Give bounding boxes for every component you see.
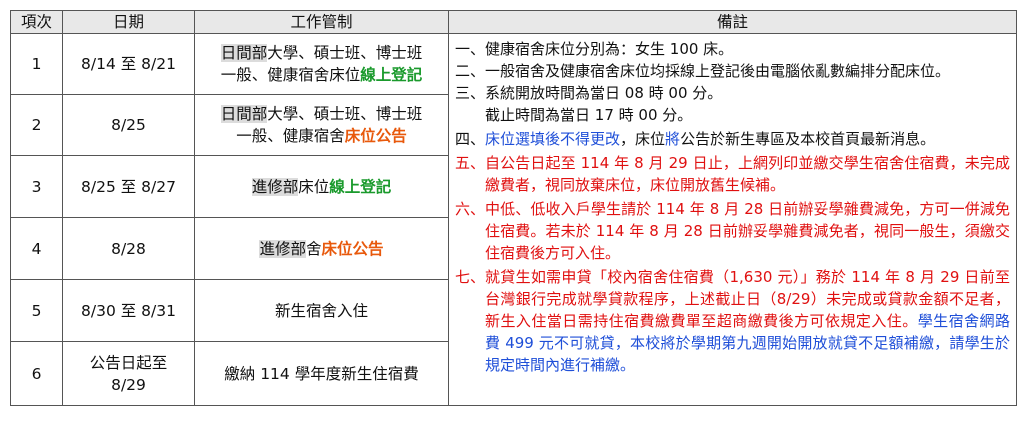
note-segment: 將 bbox=[665, 130, 681, 148]
work-segment: 線上登記 bbox=[329, 177, 392, 196]
work-segment: 線上登記 bbox=[360, 66, 423, 84]
header-work: 工作管制 bbox=[194, 10, 449, 34]
cell-work: 日間部大學、碩士班、博士班一般、健康宿舍床位線上登記 bbox=[194, 33, 449, 95]
cell-date: 8/25 bbox=[62, 94, 195, 156]
cell-item-no: 1 bbox=[10, 33, 63, 95]
work-segment: 床位 bbox=[298, 177, 330, 196]
work-segment: 進修部 bbox=[259, 239, 306, 258]
cell-date: 8/14 至 8/21 bbox=[62, 33, 195, 95]
cell-work: 新生宿舍入住 bbox=[194, 279, 449, 342]
cell-item-no: 6 bbox=[10, 341, 63, 406]
cell-item-no: 5 bbox=[10, 279, 63, 342]
note-segment: 就貸生如需申貸「校內宿舍住宿費（1,630 元）」務於 114 年 8 月 29… bbox=[485, 268, 1010, 330]
note-segment: 床位選填後不得更改 bbox=[485, 130, 621, 148]
cell-item-no: 4 bbox=[10, 217, 63, 280]
note-item: 三、系統開放時間為當日 08 時 00 分。截止時間為當日 17 時 00 分。 bbox=[455, 82, 1010, 126]
cell-work: 日間部大學、碩士班、博士班一般、健康宿舍床位公告 bbox=[194, 94, 449, 156]
note-number: 七、 bbox=[455, 268, 486, 286]
note-item: 一、健康宿舍床位分別為：女生 100 床。 bbox=[455, 38, 1010, 60]
note-text: 就貸生如需申貸「校內宿舍住宿費（1,630 元）」務於 114 年 8 月 29… bbox=[485, 266, 1010, 376]
work-segment: 床位公告 bbox=[344, 127, 407, 145]
cell-date: 8/30 至 8/31 bbox=[62, 279, 195, 342]
cell-date: 8/28 bbox=[62, 217, 195, 280]
work-segment: 舍 bbox=[305, 239, 322, 258]
note-text: 健康宿舍床位分別為：女生 100 床。 bbox=[485, 38, 1010, 60]
note-item: 二、一般宿舍及健康宿舍床位均採線上登記後由電腦依亂數編排分配床位。 bbox=[455, 60, 1010, 82]
note-segment: 學生宿舍網路費 499 元不可就貸，本校將於學期第九週開始開放就貸不足額補繳，請… bbox=[485, 312, 1010, 374]
table-header-row: 項次 日期 工作管制 備註 bbox=[10, 10, 1017, 34]
note-text: 床位選填後不得更改，床位將公告於新生專區及本校首頁最新消息。 bbox=[485, 128, 1010, 150]
note-segment: 一般宿舍及健康宿舍床位均採線上登記後由電腦依亂數編排分配床位。 bbox=[485, 62, 951, 80]
work-segment: 大學、碩士班、博士班 bbox=[267, 44, 423, 62]
header-notes: 備註 bbox=[448, 10, 1017, 34]
work-segment: 日間部 bbox=[220, 44, 268, 62]
work-segment: 日間部 bbox=[220, 105, 268, 123]
note-item: 六、中低、低收入戶學生請於 114 年 8 月 28 日前辦妥學雜費減免，方可一… bbox=[455, 198, 1010, 264]
work-segment: 床位公告 bbox=[321, 239, 384, 258]
work-segment: 進修部 bbox=[251, 177, 299, 196]
note-number: 五、 bbox=[455, 154, 486, 172]
note-text: 中低、低收入戶學生請於 114 年 8 月 28 日前辦妥學雜費減免，方可一併減… bbox=[485, 198, 1010, 264]
cell-item-no: 3 bbox=[10, 155, 63, 218]
work-segment: 一般、健康宿舍 bbox=[236, 127, 345, 145]
notes-cell: 一、健康宿舍床位分別為：女生 100 床。二、一般宿舍及健康宿舍床位均採線上登記… bbox=[448, 33, 1017, 406]
work-segment: 繳納 114 學年度新生住宿費 bbox=[224, 364, 419, 383]
work-segment: 一般、健康宿舍床位 bbox=[220, 66, 361, 84]
note-number: 四、 bbox=[455, 130, 486, 148]
note-number: 三、 bbox=[455, 84, 486, 102]
note-segment: 健康宿舍床位分別為：女生 100 床。 bbox=[485, 40, 734, 58]
header-date: 日期 bbox=[62, 10, 195, 34]
note-item: 四、床位選填後不得更改，床位將公告於新生專區及本校首頁最新消息。 bbox=[455, 128, 1010, 150]
note-segment: 系統開放時間為當日 08 時 00 分。 bbox=[485, 84, 723, 102]
cell-work: 繳納 114 學年度新生住宿費 bbox=[194, 341, 449, 406]
note-segment: 自公告日起至 114 年 8 月 29 日止，上網列印並繳交學生宿舍住宿費，未完… bbox=[485, 154, 1010, 194]
header-item-no: 項次 bbox=[10, 10, 63, 34]
note-item: 七、就貸生如需申貸「校內宿舍住宿費（1,630 元）」務於 114 年 8 月 … bbox=[455, 266, 1010, 376]
note-text: 自公告日起至 114 年 8 月 29 日止，上網列印並繳交學生宿舍住宿費，未完… bbox=[485, 152, 1010, 196]
work-segment: 新生宿舍入住 bbox=[274, 301, 368, 320]
note-number: 一、 bbox=[455, 40, 486, 58]
note-text: 一般宿舍及健康宿舍床位均採線上登記後由電腦依亂數編排分配床位。 bbox=[485, 60, 1010, 82]
note-text: 系統開放時間為當日 08 時 00 分。截止時間為當日 17 時 00 分。 bbox=[485, 82, 1010, 126]
note-segment: 中低、低收入戶學生請於 114 年 8 月 28 日前辦妥學雜費減免，方可一併減… bbox=[485, 200, 1010, 262]
note-number: 二、 bbox=[455, 62, 486, 80]
note-item: 五、自公告日起至 114 年 8 月 29 日止，上網列印並繳交學生宿舍住宿費，… bbox=[455, 152, 1010, 196]
work-segment: 大學、碩士班、博士班 bbox=[267, 105, 423, 123]
note-segment: 公告於新生專區及本校首頁最新消息。 bbox=[680, 130, 936, 148]
note-segment: ，床位 bbox=[620, 130, 666, 148]
cell-item-no: 2 bbox=[10, 94, 63, 156]
cell-date: 8/25 至 8/27 bbox=[62, 155, 195, 218]
note-number: 六、 bbox=[455, 200, 486, 218]
note-segment: 截止時間為當日 17 時 00 分。 bbox=[485, 106, 693, 124]
cell-work: 進修部床位線上登記 bbox=[194, 155, 449, 218]
cell-work: 進修部舍床位公告 bbox=[194, 217, 449, 280]
